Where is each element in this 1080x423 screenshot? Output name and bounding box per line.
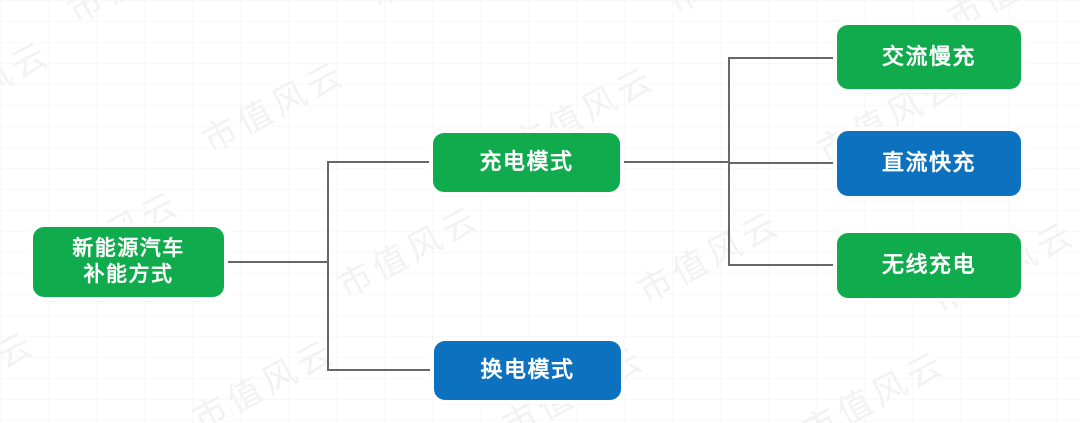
watermark-text: 市值风云 [332, 200, 488, 306]
node-charge-mode[interactable]: 充电模式 [433, 133, 620, 192]
node-swap-mode-label: 换电模式 [480, 357, 575, 383]
node-wireless-charging-label: 无线充电 [881, 252, 976, 278]
edge-root-to-charge [327, 161, 435, 163]
watermark-text: 市值风云 [197, 55, 353, 161]
watermark-text: 市值风云 [0, 325, 43, 423]
edge-root-to-swap [327, 369, 435, 371]
watermark-text: 市值风云 [658, 0, 819, 23]
edge-charge-to-dc [728, 162, 839, 164]
edge-charge-to-wireless [728, 264, 839, 266]
watermark-text: 市值风云 [58, 0, 219, 33]
node-root-line2: 补能方式 [83, 263, 174, 286]
node-ac-slow-charging-label: 交流慢充 [881, 43, 976, 69]
edge-root-bracket [327, 161, 329, 370]
node-wireless-charging[interactable]: 无线充电 [837, 233, 1021, 298]
node-charge-mode-label: 充电模式 [479, 149, 574, 175]
watermark-text: 市值风云 [797, 345, 953, 423]
node-swap-mode[interactable]: 换电模式 [434, 341, 621, 400]
edge-charge-bracket [728, 57, 730, 265]
watermark-text: 市值风云 [358, 0, 519, 18]
watermark-text: 市值风云 [0, 35, 58, 141]
node-root-line1: 新能源汽车 [72, 237, 185, 261]
watermark-text: 市值风云 [187, 333, 343, 423]
edge-charge-stem [620, 161, 730, 163]
node-root[interactable]: 新能源汽车 补能方式 [33, 227, 224, 297]
edge-root-stem [224, 261, 329, 263]
watermark-text: 市值风云 [632, 205, 788, 311]
node-ac-slow-charging[interactable]: 交流慢充 [837, 25, 1021, 89]
node-dc-fast-charging-label: 直流快充 [881, 150, 976, 176]
node-dc-fast-charging[interactable]: 直流快充 [837, 131, 1021, 196]
edge-charge-to-ac [728, 57, 839, 59]
